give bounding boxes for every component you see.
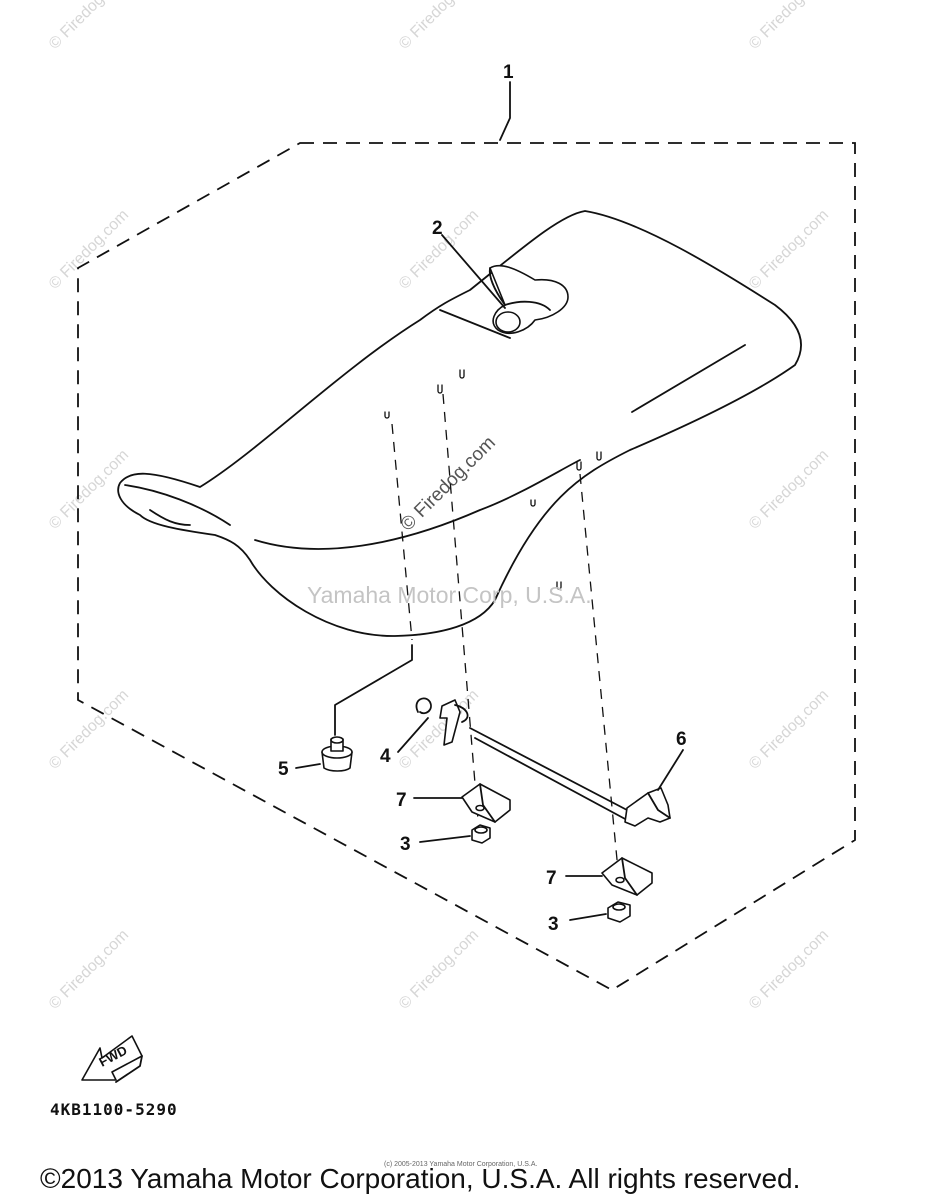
callout-7a: 7 [396, 790, 407, 811]
leader-3a [419, 835, 471, 843]
leader-seat-to-5 [334, 644, 413, 736]
damper [321, 736, 353, 772]
watermark-tile: © Firedog.com [746, 206, 832, 292]
seat-crease [254, 459, 581, 550]
watermark-center: © Firedog.com [397, 432, 500, 535]
small-copyright: (c) 2005-2013 Yamaha Motor Corporation, … [384, 1161, 537, 1168]
seat-holes [384, 369, 602, 590]
nut-upper [471, 824, 491, 844]
fwd-arrow-icon: FWD [81, 1035, 143, 1083]
nut-lower [607, 901, 631, 923]
copyright-footer: ©2013 Yamaha Motor Corporation, U.S.A. A… [40, 1163, 800, 1194]
callout-2: 2 [432, 218, 443, 239]
spring-clip [415, 697, 432, 715]
callout-3a: 3 [400, 834, 411, 855]
callout-7b: 7 [546, 868, 557, 889]
callout-1: 1 [503, 62, 514, 83]
watermark-tile: © Firedog.com [46, 446, 132, 532]
callout-6: 6 [676, 729, 687, 750]
seat-outline [117, 210, 802, 637]
watermark-overlay: Yamaha Motor Corp, U.S.A. [307, 582, 592, 608]
seat-cross-line [439, 309, 511, 339]
watermark-tile: © Firedog.com [46, 0, 132, 53]
bracket-upper [461, 783, 511, 823]
leader-3b [569, 913, 607, 921]
seat [117, 210, 802, 637]
watermark-tile: © Firedog.com [746, 686, 832, 772]
assembly-boundary [77, 142, 856, 992]
seat-nose-detail [124, 484, 231, 526]
watermark-tile: © Firedog.com [396, 926, 482, 1012]
watermark-tile: © Firedog.com [746, 0, 832, 53]
watermark-tile: © Firedog.com [46, 686, 132, 772]
part-code: 4KB1100-5290 [50, 1100, 178, 1119]
leader-4 [397, 717, 429, 753]
watermark-tile: © Firedog.com [746, 446, 832, 532]
watermark-tile: © Firedog.com [46, 926, 132, 1012]
watermark-tile: © Firedog.com [46, 206, 132, 292]
leader-2 [441, 234, 506, 309]
watermark-tile: © Firedog.com [746, 926, 832, 1012]
watermark-tile: © Firedog.com [396, 686, 482, 772]
leader-5 [295, 763, 321, 769]
bracket-lower [601, 857, 653, 896]
callout-3b: 3 [548, 914, 559, 935]
callout-5: 5 [278, 759, 289, 780]
guide-line [579, 473, 619, 871]
seat-side-line [631, 344, 746, 413]
callout-4: 4 [380, 746, 391, 767]
watermark-tile: © Firedog.com [396, 0, 482, 53]
leader-6 [657, 749, 684, 791]
guide-line [391, 423, 413, 641]
seat-strap [488, 264, 569, 335]
leader-1 [499, 81, 511, 141]
seat-nose-detail [149, 509, 191, 526]
seat-lock [439, 699, 671, 827]
